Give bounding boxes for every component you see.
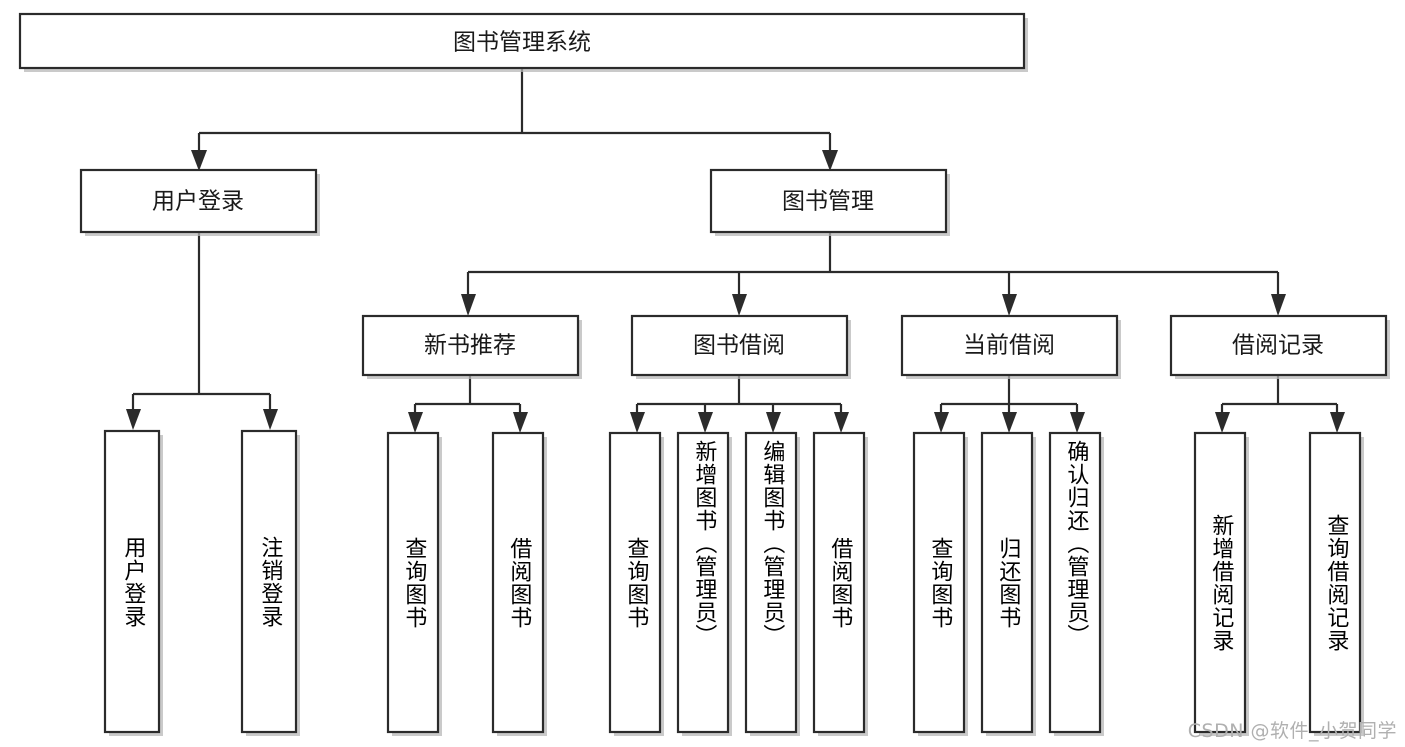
node-new-book-recommend[interactable]: 新书推荐 <box>361 314 582 379</box>
node-user-login-box <box>79 168 318 234</box>
arrow-newbook-leaf-2 <box>513 412 528 433</box>
leaf-currentborrow-confirm-box <box>1048 431 1102 734</box>
node-borrow-record[interactable]: 借阅记录 <box>1169 314 1390 379</box>
node-borrow-record-label: 借阅记录 <box>1232 333 1324 359</box>
arrow-bookborrow-leaf-1 <box>630 412 645 433</box>
node-current-borrow[interactable]: 当前借阅 <box>900 314 1121 379</box>
leaf-bookborrow-add-box <box>676 431 730 734</box>
arrow-bookmgmt-to-currentborrow <box>1002 294 1017 316</box>
arrow-bookborrow-leaf-2 <box>698 412 713 433</box>
node-book-borrow-label: 图书借阅 <box>693 333 785 359</box>
arrow-currentborrow-leaf-3 <box>1070 412 1085 433</box>
leaf-user-login-login-box <box>103 429 161 734</box>
node-user-login-label: 用户登录 <box>152 189 244 215</box>
arrow-bookborrow-leaf-3 <box>766 412 781 433</box>
edge-group-bookmgmt-to-level2 <box>461 232 1286 316</box>
leaf-node[interactable] <box>912 431 968 736</box>
leaf-newbook-borrow-box <box>491 431 545 734</box>
arrow-userlogin-leaf-1 <box>126 409 141 430</box>
arrow-root-to-book-mgmt <box>822 150 838 171</box>
edge-group-root-to-level1 <box>191 68 838 171</box>
node-borrow-record-box <box>1169 314 1388 377</box>
node-book-management[interactable]: 图书管理 <box>709 168 950 236</box>
arrow-borrowrecord-leaf-1 <box>1215 412 1230 433</box>
leaf-node[interactable] <box>608 431 664 736</box>
leaf-node[interactable] <box>1308 431 1364 736</box>
edge-group-userlogin-to-leaves <box>126 232 278 430</box>
arrow-newbook-leaf-1 <box>408 412 423 433</box>
leaf-node[interactable] <box>240 429 300 736</box>
leaf-node[interactable] <box>491 431 547 736</box>
arrow-bookmgmt-to-bookborrow <box>732 294 747 316</box>
arrow-bookmgmt-to-borrowrecord <box>1271 294 1286 316</box>
node-current-borrow-box <box>900 314 1119 377</box>
leaf-borrowrecord-add-box <box>1193 431 1247 734</box>
leaf-node[interactable] <box>676 431 732 736</box>
node-root-box <box>18 12 1026 70</box>
leaf-bookborrow-borrow-box <box>812 431 866 734</box>
node-book-borrow-box <box>630 314 849 377</box>
arrow-userlogin-leaf-2 <box>263 409 278 430</box>
node-new-book-recommend-label: 新书推荐 <box>424 333 516 359</box>
edge-group-newbook-to-leaves <box>408 375 528 433</box>
edge-group-borrowrecord-to-leaves <box>1215 375 1345 433</box>
leaf-node[interactable] <box>1193 431 1249 736</box>
node-root-label: 图书管理系统 <box>453 30 591 56</box>
watermark-text: CSDN @软件_小贺同学 <box>1187 720 1397 742</box>
node-root[interactable]: 图书管理系统 <box>18 12 1028 72</box>
leaf-node[interactable] <box>980 431 1036 736</box>
edge-group-currentborrow-to-leaves <box>934 375 1085 433</box>
leaf-currentborrow-return-box <box>980 431 1034 734</box>
node-book-management-box <box>709 168 948 234</box>
node-book-borrow[interactable]: 图书借阅 <box>630 314 851 379</box>
arrow-currentborrow-leaf-2 <box>1002 412 1017 433</box>
arrow-bookmgmt-to-newbook <box>461 294 476 316</box>
arrow-borrowrecord-leaf-2 <box>1330 412 1345 433</box>
leaf-borrowrecord-query-box <box>1308 431 1362 734</box>
leaf-bookborrow-query-box <box>608 431 662 734</box>
leaf-node[interactable] <box>744 431 800 736</box>
leaf-node[interactable] <box>812 431 868 736</box>
leaf-bookborrow-edit-box <box>744 431 798 734</box>
node-user-login[interactable]: 用户登录 <box>79 168 320 236</box>
node-current-borrow-label: 当前借阅 <box>963 333 1055 359</box>
arrow-bookborrow-leaf-4 <box>834 412 849 433</box>
leaf-user-login-logout-box <box>240 429 298 734</box>
arrow-root-to-user-login <box>191 150 207 171</box>
leaf-node[interactable] <box>103 429 163 736</box>
leaf-node[interactable] <box>1048 431 1104 736</box>
edge-group-bookborrow-to-leaves <box>630 375 849 433</box>
arrow-currentborrow-leaf-1 <box>934 412 949 433</box>
node-new-book-recommend-box <box>361 314 580 377</box>
leaf-node[interactable] <box>386 431 442 736</box>
leaf-newbook-query-box <box>386 431 440 734</box>
node-book-management-label: 图书管理 <box>782 189 874 215</box>
leaf-currentborrow-query-box <box>912 431 966 734</box>
